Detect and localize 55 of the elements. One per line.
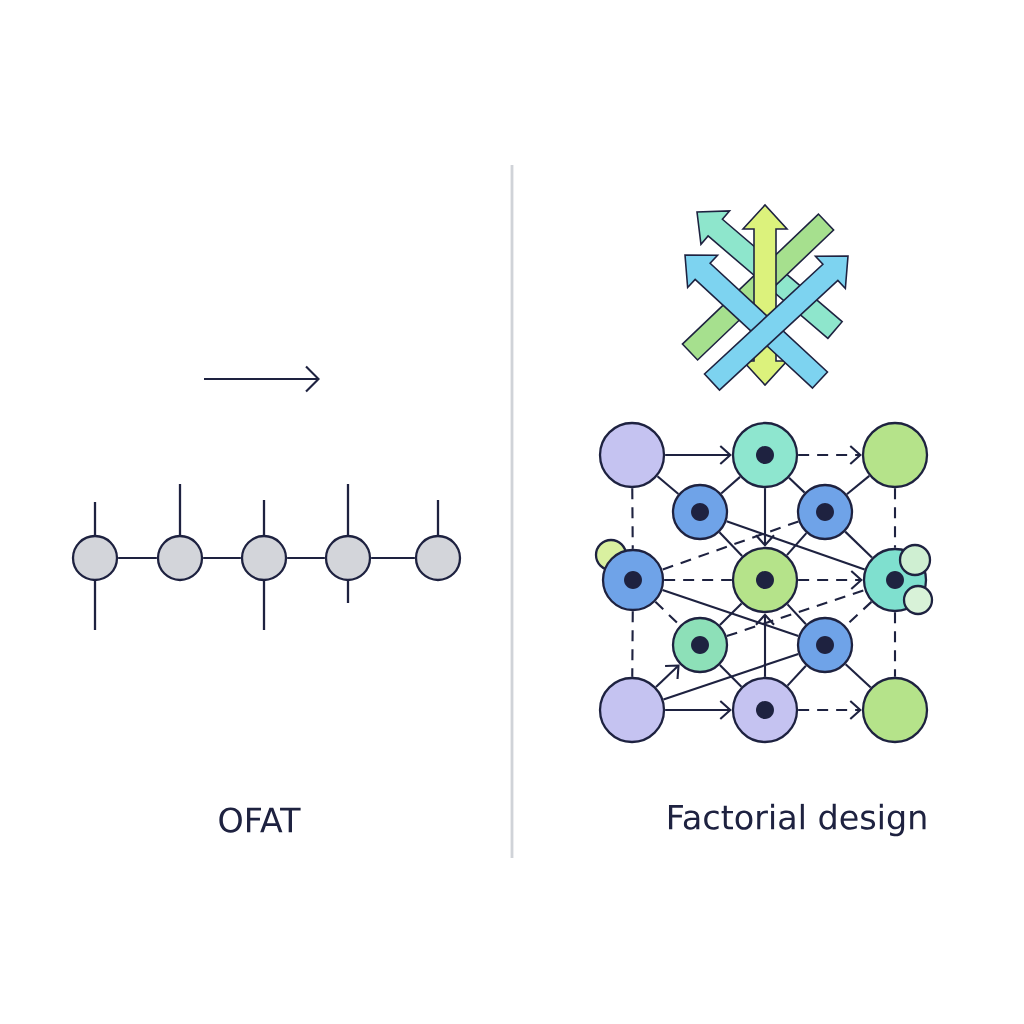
circle-node xyxy=(671,483,729,541)
connector xyxy=(662,589,799,637)
connector xyxy=(846,475,870,496)
connector xyxy=(844,663,872,689)
connector xyxy=(844,530,873,559)
connector xyxy=(662,520,799,571)
connector xyxy=(631,488,634,549)
circle-node xyxy=(731,546,799,614)
connector xyxy=(664,578,732,582)
circle-node xyxy=(598,676,666,744)
circle-node xyxy=(671,616,729,674)
connector xyxy=(726,520,865,571)
connector xyxy=(893,612,897,677)
circle-node xyxy=(898,543,932,577)
panel-title: OFAT xyxy=(219,807,301,833)
connector xyxy=(719,602,743,626)
connector xyxy=(755,613,775,677)
connector xyxy=(718,531,743,557)
connector xyxy=(655,664,680,688)
connector xyxy=(755,488,775,547)
connector xyxy=(719,664,743,688)
circle-node xyxy=(156,534,204,582)
circle-node xyxy=(731,676,799,744)
connector xyxy=(656,475,680,495)
connector xyxy=(371,556,415,560)
connector xyxy=(798,700,862,720)
panel-title: Factorial design xyxy=(669,803,926,837)
connector xyxy=(663,653,799,701)
connector xyxy=(788,477,806,494)
circle-node xyxy=(598,421,666,489)
connector xyxy=(203,556,241,560)
circle-node xyxy=(240,534,288,582)
connector xyxy=(786,664,807,687)
circle-node xyxy=(601,548,665,612)
connector xyxy=(631,611,634,677)
connector xyxy=(665,445,732,465)
connector xyxy=(720,476,741,495)
connector xyxy=(726,589,865,638)
circle-node xyxy=(861,421,929,489)
connector xyxy=(798,570,863,590)
circle-node xyxy=(731,421,799,489)
connector xyxy=(287,556,325,560)
circle-node xyxy=(71,534,119,582)
circle-node xyxy=(796,616,854,674)
connector xyxy=(893,488,897,548)
circle-node xyxy=(414,534,462,582)
connector xyxy=(786,603,807,626)
connector xyxy=(786,532,808,556)
connector xyxy=(118,556,157,560)
circle-node xyxy=(902,584,934,616)
connector xyxy=(798,445,862,465)
connector xyxy=(665,700,732,720)
circle-node xyxy=(796,483,854,541)
circle-node xyxy=(861,676,929,744)
circle-node xyxy=(324,534,372,582)
